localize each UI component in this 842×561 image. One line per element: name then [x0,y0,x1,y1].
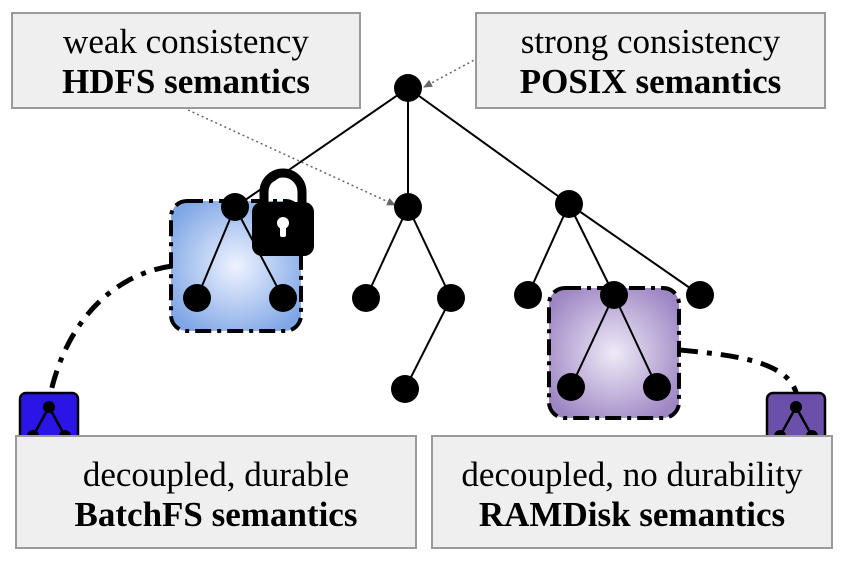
ramdisk-semantics-label: RAMDisk semantics [478,495,786,534]
ramdisk-label-box: decoupled, no durability RAMDisk semanti… [431,435,833,549]
tree-node [269,284,297,312]
tree-node [352,284,380,312]
tree-node [437,284,465,312]
batchfs-durability-label: decoupled, durable [82,455,350,494]
tree-node [514,281,542,309]
root-node [394,74,422,102]
tree-nodes [183,74,714,403]
tree-node [394,193,422,221]
tree-edges [196,87,701,390]
hdfs-label-box: weak consistency HDFS semantics [11,12,361,109]
tree-node [600,281,628,309]
posix-label-box: strong consistency POSIX semantics [475,12,826,109]
posix-pointer-arrow [423,57,479,88]
ramdisk-durability-label: decoupled, no durability [461,455,803,494]
posix-consistency-label: strong consistency [520,22,781,61]
hdfs-pointer-arrow [187,109,396,206]
hdfs-consistency-label: weak consistency [63,22,309,61]
tree-node [686,281,714,309]
batchfs-label-box: decoupled, durable BatchFS semantics [15,435,417,549]
tree-node [555,190,583,218]
batchfs-semantics-label: BatchFS semantics [74,495,358,534]
tree-node [221,193,249,221]
ram-connector [679,347,800,397]
tree-node [557,373,585,401]
padlock-icon [252,168,314,256]
tree-node [643,373,671,401]
posix-semantics-label: POSIX semantics [519,62,782,101]
tree-node [183,284,211,312]
batch-connector [47,263,173,397]
hdfs-semantics-label: HDFS semantics [62,62,310,101]
tree-node [391,375,419,403]
